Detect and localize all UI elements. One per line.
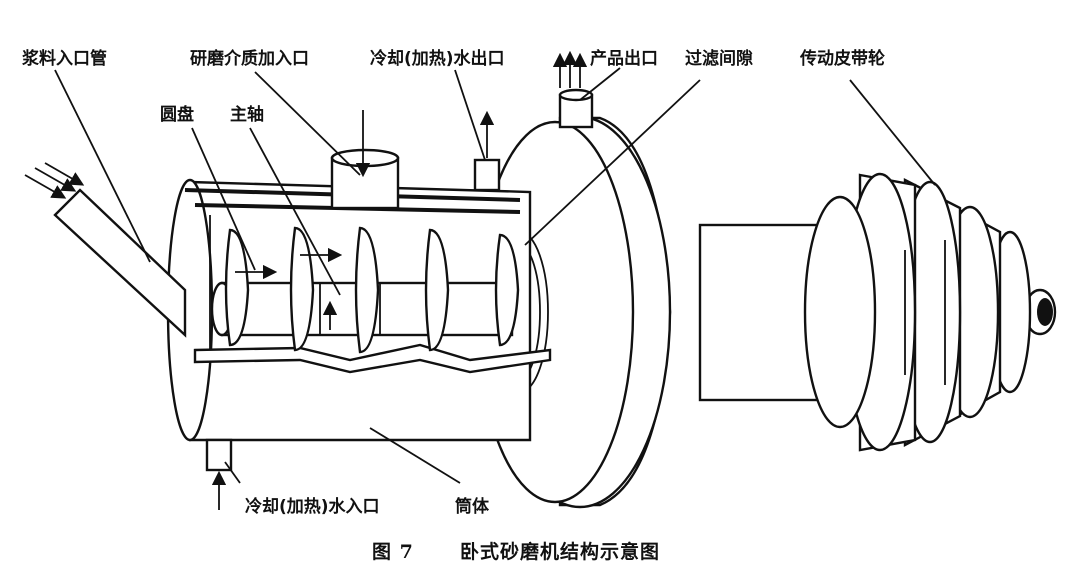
grinding-discs <box>224 226 520 354</box>
drive-pulley <box>698 172 1057 452</box>
leader-lines <box>54 67 936 484</box>
figure-number: 图 7 <box>372 541 414 563</box>
label-slurry-inlet: 浆料入口管 <box>22 48 107 69</box>
housing-ring <box>475 115 672 509</box>
figure-title: 卧式砂磨机结构示意图 <box>460 540 660 563</box>
label-drive-pulley: 传动皮带轮 <box>799 48 885 69</box>
label-main-shaft: 主轴 <box>230 104 264 125</box>
cooling-inlet-pipe <box>205 438 233 510</box>
product-outlet-pipe <box>552 50 594 129</box>
label-cooling-inlet: 冷却(加热)水入口 <box>245 496 380 517</box>
label-media-inlet: 研磨介质加入口 <box>190 48 309 69</box>
label-product-outlet: 产品出口 <box>590 48 658 69</box>
media-inlet-port <box>330 110 400 210</box>
label-cylinder: 筒体 <box>455 496 490 517</box>
slurry-inlet-pipe <box>24 162 187 338</box>
label-filter-gap: 过滤间隙 <box>685 48 753 69</box>
cooling-outlet-pipe <box>473 110 501 192</box>
label-cooling-outlet: 冷却(加热)水出口 <box>370 48 505 69</box>
label-disc: 圆盘 <box>160 104 194 125</box>
